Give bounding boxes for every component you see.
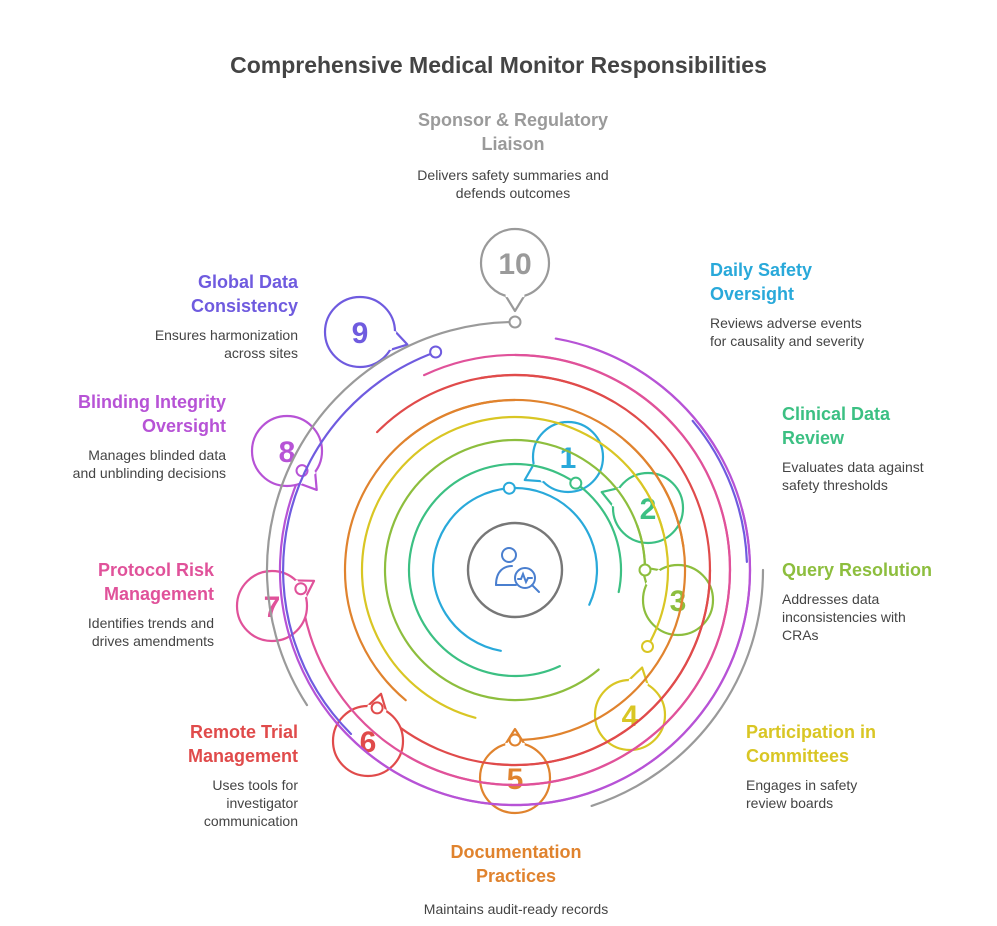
step-1-number-bubble [531,420,605,494]
step-7-ring-arc-2 [513,353,732,572]
step-4-tail-seam [628,678,649,687]
step-8-tail-seam [298,470,317,485]
step-6-label: Remote Trial Management Uses tools for i… [68,720,298,830]
step-7-description: Identifies trends and drives amendments [87,615,214,649]
step-6-description: Uses tools for investigator communicatio… [203,777,298,829]
step-3-title: Query Resolution [782,560,933,580]
step-3-label: Query Resolution Addresses data inconsis… [782,558,997,644]
step-4-label: Participation in Committees Engages in s… [746,720,976,812]
step-1-tail-seam [532,463,545,483]
step-8-number: 8 [279,436,296,469]
page-title: Comprehensive Medical Monitor Responsibi… [230,52,767,78]
step-5-ring-marker [508,733,522,747]
step-2-ring-marker [569,476,583,490]
step-1-ring-arc [431,486,599,652]
step-1-title: Daily Safety Oversight [710,260,813,304]
step-8-ring-arc-2 [586,345,720,454]
step-2-title: Clinical Data Review [782,404,891,448]
step-6-title: Remote Trial Management [187,722,298,766]
step-7-title: Protocol Risk Management [97,560,214,604]
step-5-title: Documentation Practices [450,842,582,886]
step-6-ring-arc-3 [496,568,712,767]
step-5-ring-arc-3 [623,438,685,548]
step-9-number: 9 [352,317,369,350]
step-5-label: Documentation Practices Maintains audit-… [398,840,634,918]
step-4-description: Engages in safety review boards [746,777,858,811]
step-8-ring-arc-3 [740,508,752,572]
step-10-label: Sponsor & Regulatory Liaison Delivers sa… [398,108,628,202]
step-3-ring-arc [383,438,647,702]
step-3-description: Addresses data inconsistencies with CRAs [782,591,906,643]
step-3-number: 3 [670,585,687,618]
step-10-ring-arc-2 [590,568,765,807]
step-8-label: Blinding Integrity Oversight Manages bli… [0,390,226,482]
step-4-title: Participation in Committees [746,722,877,766]
step-7-ring-arc-3 [406,568,732,787]
step-5-number: 5 [507,763,524,796]
step-10-bubble-tail [504,295,526,313]
step-8-title: Blinding Integrity Oversight [78,392,226,436]
step-9-ring-arc [282,350,437,736]
step-2-number: 2 [640,493,657,526]
step-7-label: Protocol Risk Management Identifies tren… [0,558,214,650]
step-10-ring-marker [508,315,522,329]
doctor-monitoring-icon [495,547,540,593]
step-2-ring-arc [407,462,623,678]
step-10-ring-arc [265,320,517,707]
step-9-ring-marker [429,345,443,359]
step-3-ring-marker [638,563,652,577]
step-4-ring-arc-2 [631,470,664,532]
step-1-bubble-tail [523,463,543,483]
step-9-tail-seam [388,330,397,351]
step-8-ring-arc-4 [333,568,752,807]
step-8-bubble-tail [299,471,318,492]
step-1-label: Daily Safety Oversight Reviews adverse e… [710,258,940,350]
step-1-ring-marker [502,481,516,495]
step-2-label: Clinical Data Review Evaluates data agai… [782,402,997,494]
step-8-description: Manages blinded data and unblinding deci… [72,447,226,481]
step-4-ring-marker [641,640,655,653]
step-10-number: 10 [498,248,531,281]
step-1-number: 1 [560,442,577,475]
step-10-description: Delivers safety summaries and defends ou… [417,167,609,201]
step-9-description: Ensures harmonization across sites [154,327,298,361]
step-7-ring-marker [294,582,308,596]
step-9-ring-arc-2 [691,419,748,563]
step-2-bubble-tail [600,486,620,507]
step-5-ring-arc [343,398,687,742]
step-9-title: Global Data Consistency [190,272,298,316]
step-10-title: Sponsor & Regulatory Liaison [417,110,609,154]
step-1-description: Reviews adverse events for causality and… [710,315,865,349]
step-6-ring-marker [370,701,384,715]
step-5-description: Maintains audit-ready records [423,901,609,917]
step-3-tail-seam [645,569,661,586]
step-6-ring-arc-2 [480,373,614,403]
step-5-ring-arc-2 [404,398,517,441]
step-2-description: Evaluates data against safety thresholds [782,459,924,493]
center-hub [466,521,564,619]
step-9-label: Global Data Consistency Ensures harmoniz… [68,270,298,362]
